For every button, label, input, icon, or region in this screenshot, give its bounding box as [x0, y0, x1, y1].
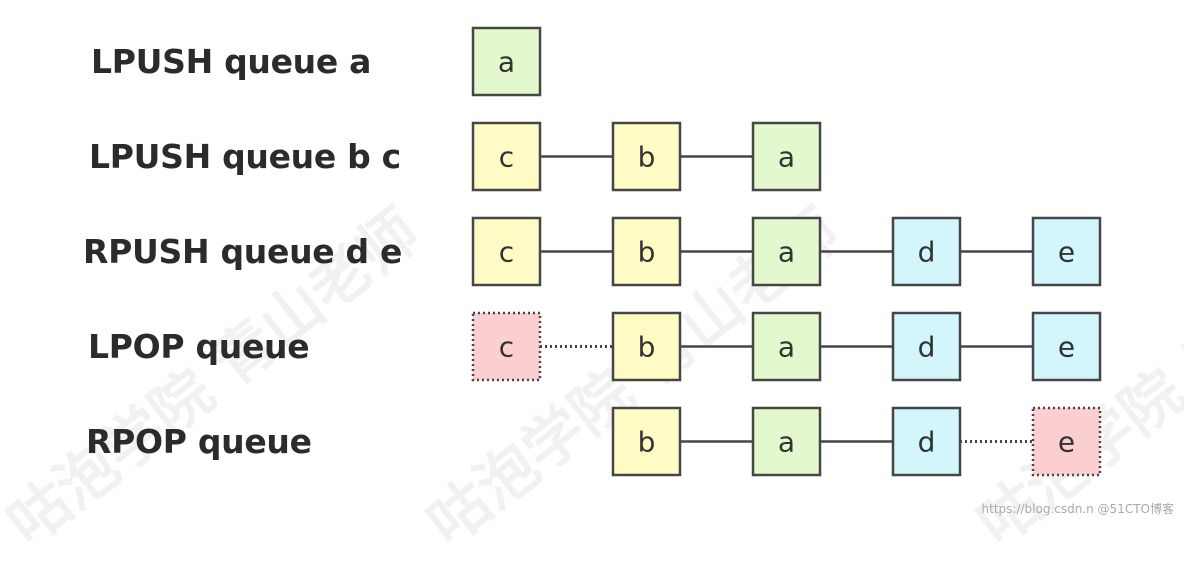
node-label: c: [499, 331, 514, 364]
list-node: c: [471, 216, 542, 287]
removed-node: c: [471, 311, 542, 382]
node-label: e: [1058, 331, 1075, 364]
node-box: [471, 216, 542, 287]
list-node: d: [891, 216, 962, 287]
node-label: a: [498, 46, 515, 79]
node-label: a: [778, 426, 795, 459]
node-box: [891, 311, 962, 382]
node-box: [1031, 406, 1102, 477]
node-label: d: [918, 236, 936, 269]
node-box: [471, 26, 542, 97]
list-node: a: [751, 216, 822, 287]
list-node: c: [471, 121, 542, 192]
node-box: [471, 311, 542, 382]
list-node: a: [751, 311, 822, 382]
node-box: [611, 121, 682, 192]
node-box: [611, 216, 682, 287]
command-label-row-1: LPUSH queue a: [91, 42, 372, 81]
node-box: [1031, 216, 1102, 287]
node-label: c: [499, 141, 514, 174]
node-label: b: [638, 426, 656, 459]
command-label-row-3: RPUSH queue d e: [83, 232, 403, 271]
node-label: c: [499, 236, 514, 269]
list-node: b: [611, 311, 682, 382]
list-node: a: [751, 406, 822, 477]
node-label: d: [918, 331, 936, 364]
node-box: [471, 121, 542, 192]
list-nodes: a c b a c b a d e c b a d e b a d e: [471, 26, 1102, 477]
node-label: b: [638, 331, 656, 364]
redis-list-diagram: 咕泡学院 青山老师 咕泡学院 青山老师 咕泡学院 青山老师 LPUSH queu…: [0, 26, 1184, 560]
list-node: b: [611, 216, 682, 287]
list-node: e: [1031, 216, 1102, 287]
list-node: e: [1031, 311, 1102, 382]
list-node: a: [471, 26, 542, 97]
node-label: e: [1058, 236, 1075, 269]
node-box: [611, 406, 682, 477]
node-label: a: [778, 141, 795, 174]
list-node: a: [751, 121, 822, 192]
list-node: b: [611, 406, 682, 477]
node-box: [751, 121, 822, 192]
node-label: b: [638, 236, 656, 269]
node-label: a: [778, 331, 795, 364]
removed-node: e: [1031, 406, 1102, 477]
node-box: [751, 216, 822, 287]
node-box: [1031, 311, 1102, 382]
command-label-row-4: LPOP queue: [88, 327, 310, 366]
command-label-row-5: RPOP queue: [86, 422, 312, 461]
list-node: d: [891, 311, 962, 382]
node-label: a: [778, 236, 795, 269]
node-box: [891, 216, 962, 287]
node-box: [891, 406, 962, 477]
node-label: b: [638, 141, 656, 174]
node-label: e: [1058, 426, 1075, 459]
list-node: b: [611, 121, 682, 192]
source-credit: https://blog.csdn.n @51CTO博客: [981, 502, 1174, 516]
node-box: [751, 311, 822, 382]
node-box: [751, 406, 822, 477]
node-label: d: [918, 426, 936, 459]
command-label-row-2: LPUSH queue b c: [89, 137, 401, 176]
node-box: [611, 311, 682, 382]
list-node: d: [891, 406, 962, 477]
